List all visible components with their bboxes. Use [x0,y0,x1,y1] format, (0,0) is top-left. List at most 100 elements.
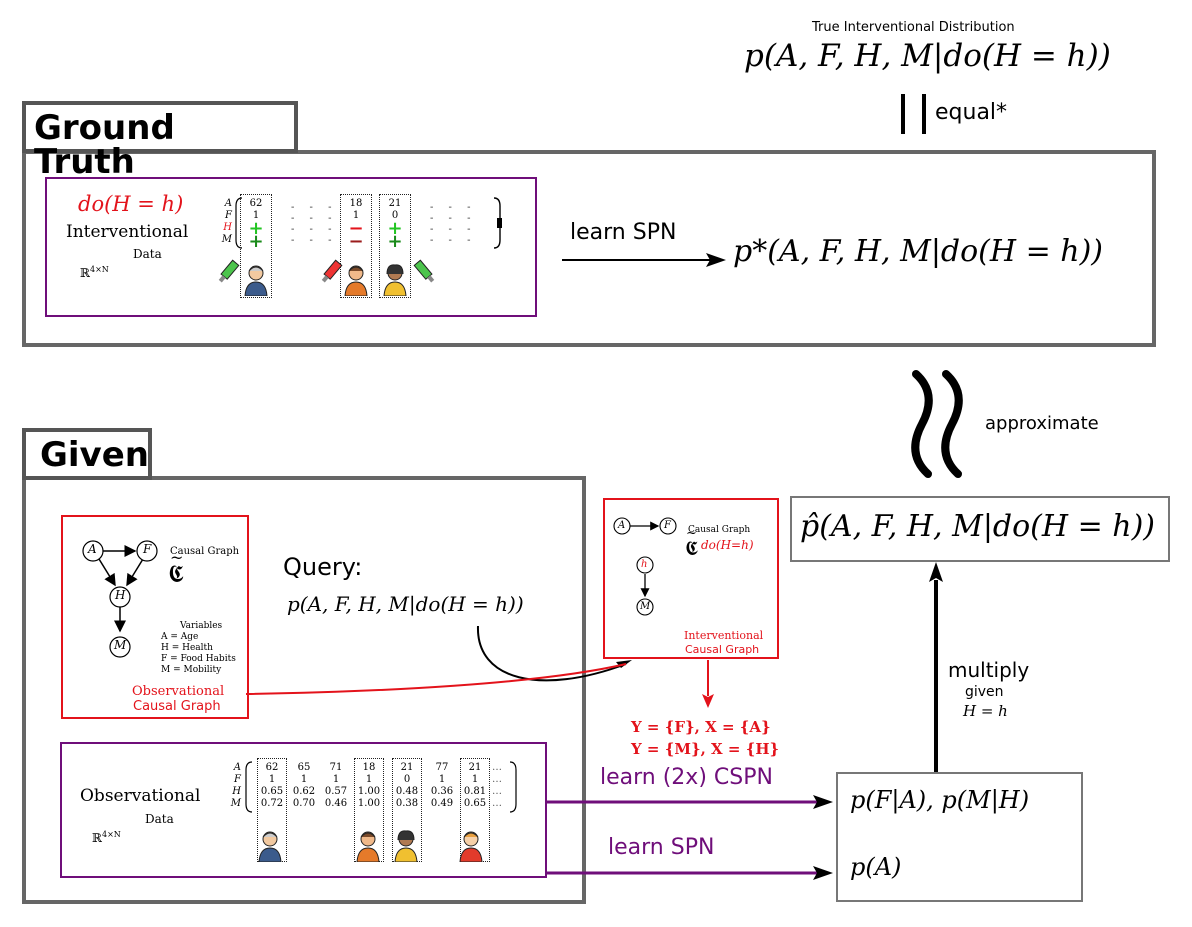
obs-ellipsis: … [492,786,502,797]
person-elderly-icon [244,265,268,296]
obs-cell: 1 [365,774,373,785]
syringe-green-icon [218,259,240,283]
ground-truth-tag: Ground Truth [22,101,298,179]
int-tilde: ~ [686,526,697,541]
obs-cell: 0.48 [395,786,419,797]
variables-list: A = Age H = Health F = Food Habits M = M… [161,632,236,676]
obs-ellipsis: … [492,762,502,773]
int-graph-caption: Causal Graph [688,525,751,535]
person-elderly-icon [258,831,282,862]
obs-row-labels: A F H M [225,762,241,810]
query-label: Query: [283,553,363,581]
int-node-a [613,517,631,535]
obs-ellipsis-col: … … … … [488,762,506,810]
multiply-cond: H = h [963,702,1008,720]
int-graph-symbol: ~𝕮 [685,526,698,560]
gt-row-m: M [221,234,232,245]
variables-title: Variables [180,621,223,631]
approx-label: approximate [985,413,1099,434]
cspn-set-2: Y = {M}, X = {H} [631,740,780,758]
graph-node-a [82,540,104,562]
int-node-f-label: F [664,520,671,531]
obs-ellipsis: … [492,798,502,809]
gt-cell: 21 [388,198,402,209]
int-graph-sup: do(H=h) [701,538,754,552]
gt-left-bracket [235,197,243,249]
obs-cell: 21 [468,762,482,773]
graph-node-h-label: H [115,588,126,602]
graph-node-h [109,586,131,608]
gt-cell-plus: + [248,218,264,239]
interventional-data-sub: Data [133,247,162,261]
obs-cell: 0.36 [430,786,454,797]
gt-learn-spn-label: learn SPN [570,220,677,245]
obs-cell: 0.65 [260,786,284,797]
obs-cell: 1 [332,774,340,785]
gt-col2-values: 18 1 − − [340,198,372,251]
gt-col3-values: 21 0 + + [379,198,411,251]
gt-learn-arrow [562,253,726,267]
equal-label: equal* [935,100,1008,125]
int-node-m-label: M [640,601,651,612]
obs-cell: 0.38 [395,798,419,809]
obs-cell: 1 [268,774,276,785]
gt-cell-minus: − [348,218,364,239]
int-node-h [636,556,654,574]
obs-cell: 77 [435,762,449,773]
gt-data-column [340,194,372,298]
interventional-graph-box [603,498,779,659]
interventional-data-box [45,177,537,317]
graph-node-m-label: M [114,638,127,652]
person-woman-icon [394,830,418,862]
gt-cell: 62 [249,198,263,209]
gt-cell-plus: + [387,218,403,239]
variable-item: A = Age [161,632,199,642]
obs-cell: 1 [438,774,446,785]
query-formula: p(A, F, H, M|do(H = h)) [287,592,524,616]
obs-cell: 21 [400,762,414,773]
model-box [836,772,1083,902]
gt-row-a: A [224,198,232,209]
obs-cell: 0.46 [324,798,348,809]
gt-data-column [240,194,272,298]
equal-sign-icon [901,94,905,134]
graph-symbol-text: 𝕮 [168,560,184,588]
gt-row-f: F [225,210,232,221]
gt-right-bracket [493,197,502,249]
obs-cell: 0.72 [260,798,284,809]
gt-row-labels: A F H M [212,198,232,246]
person-young-icon [356,831,380,862]
obs-cell: 71 [329,762,343,773]
interventional-data-dims: ℝ4×N [80,265,109,280]
person-young-icon [344,265,368,296]
obs-graph-title-2: Causal Graph [133,699,221,714]
learn-spn-label: learn SPN [608,835,715,860]
obs-data-title: Observational [80,786,201,806]
multiply-arrow [929,562,943,772]
gt-result-formula: p*(A, F, H, M|do(H = h)) [733,234,1103,269]
obs-cell: 18 [362,762,376,773]
obs-cell: 0.81 [463,786,487,797]
int-node-f [659,517,677,535]
model-line-1: p(F|A), p(M|H) [850,786,1030,814]
variable-item: H = Health [161,643,213,653]
person-woman-icon [383,264,407,296]
gt-ellipsis: - - -- - -- - -- - - [430,202,477,246]
multiply-label: multiply [948,658,1030,682]
gt-col1-values: 62 1 + + [240,198,272,251]
learn-cspn-arrow [545,795,833,809]
observational-graph [82,540,158,658]
person-child-icon [459,831,483,862]
causal-graph-symbol: ~𝕮 [168,548,184,588]
causal-graph-caption: Causal Graph [170,546,240,557]
interventional-data-title: Interventional [66,222,189,242]
int-graph-title-2: Causal Graph [685,643,760,656]
obs-left-bracket [245,761,253,813]
graph-node-f [136,540,158,562]
obs-data-sub: Data [145,812,174,826]
